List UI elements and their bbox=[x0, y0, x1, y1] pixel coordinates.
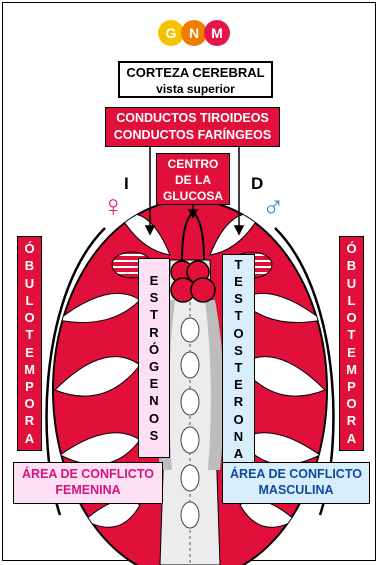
vertical-letter: R bbox=[25, 412, 34, 429]
vertical-letter: O bbox=[346, 395, 356, 412]
vertical-letter: O bbox=[233, 325, 243, 342]
vertical-letter: E bbox=[150, 272, 159, 289]
vertical-letter: O bbox=[24, 309, 34, 326]
vertical-letter: Ó bbox=[149, 341, 159, 358]
vertical-letter: T bbox=[235, 256, 243, 273]
vertical-letter: P bbox=[25, 378, 34, 395]
vertical-letter: Ó bbox=[346, 240, 356, 257]
vertical-letter: T bbox=[235, 359, 243, 376]
male-symbol-icon: ♂ bbox=[262, 192, 285, 222]
vertical-letter: R bbox=[347, 412, 356, 429]
vertical-letter: T bbox=[235, 307, 243, 324]
vertical-letter: L bbox=[348, 292, 356, 309]
vertical-letter: T bbox=[26, 326, 34, 343]
vertical-letter: U bbox=[25, 275, 34, 292]
glucose-line-1: CENTRO bbox=[157, 156, 229, 172]
vertical-letter: Ó bbox=[24, 240, 34, 257]
glucose-line-2: DE LA bbox=[157, 172, 229, 188]
male-conflict-area: ÁREA DE CONFLICTO MASCULINA bbox=[222, 462, 370, 504]
vertical-letter: O bbox=[346, 309, 356, 326]
glucose-line-3: GLUCOSA bbox=[157, 188, 229, 204]
vertical-letter: R bbox=[149, 324, 158, 341]
vertical-letter: O bbox=[24, 395, 34, 412]
vertical-letter: M bbox=[24, 361, 35, 378]
vertical-letter: A bbox=[347, 430, 356, 447]
left-side-label: I bbox=[124, 174, 129, 194]
vertical-letter: N bbox=[149, 392, 158, 409]
vertical-letter: N bbox=[234, 428, 243, 445]
vertical-letter: R bbox=[234, 393, 243, 410]
male-area-line-1: ÁREA DE CONFLICTO bbox=[223, 466, 369, 482]
vertical-letter: S bbox=[150, 289, 159, 306]
female-area-line-1: ÁREA DE CONFLICTO bbox=[14, 466, 162, 482]
female-area-line-2: FEMENINA bbox=[14, 482, 162, 498]
female-conflict-area: ÁREA DE CONFLICTO FEMENINA bbox=[13, 462, 163, 504]
vertical-letter: A bbox=[25, 430, 34, 447]
vertical-letter: B bbox=[25, 257, 34, 274]
glucose-center-label: CENTRO DE LA GLUCOSA bbox=[156, 153, 230, 205]
vertical-letter: O bbox=[233, 411, 243, 428]
vertical-letter: O bbox=[149, 410, 159, 427]
vertical-letter: L bbox=[26, 223, 34, 240]
vertical-letter: T bbox=[150, 306, 158, 323]
vertical-letter: S bbox=[234, 290, 243, 307]
male-area-line-2: MASCULINA bbox=[223, 482, 369, 498]
vertical-letter: A bbox=[234, 445, 243, 462]
vertical-letter: U bbox=[347, 275, 356, 292]
vertical-letter: T bbox=[348, 326, 356, 343]
vertical-letter: B bbox=[347, 257, 356, 274]
vertical-letter: L bbox=[348, 223, 356, 240]
female-symbol-icon: ♀ bbox=[102, 192, 125, 222]
vertical-letter: M bbox=[346, 361, 357, 378]
vertical-letter: P bbox=[347, 378, 356, 395]
vertical-letter: L bbox=[26, 292, 34, 309]
vertical-letter: E bbox=[25, 344, 34, 361]
vertical-letter: E bbox=[234, 273, 243, 290]
vertical-letter: E bbox=[347, 344, 356, 361]
vertical-letter: S bbox=[234, 342, 243, 359]
vertical-letter: S bbox=[150, 427, 159, 444]
vertical-letter: E bbox=[234, 376, 243, 393]
vertical-letter: G bbox=[149, 358, 159, 375]
vertical-letter: E bbox=[150, 375, 159, 392]
